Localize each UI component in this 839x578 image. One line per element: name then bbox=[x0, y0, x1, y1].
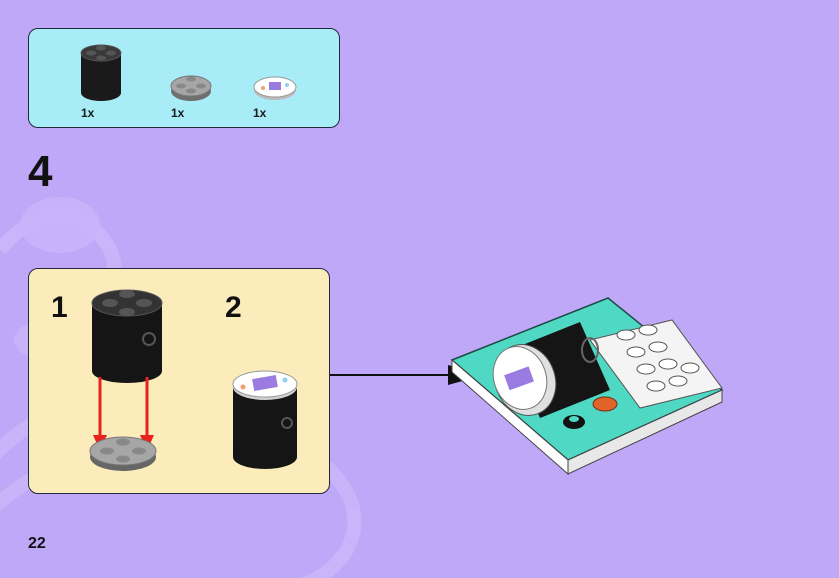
step-number: 4 bbox=[28, 147, 53, 196]
substep-number: 2 bbox=[225, 291, 242, 324]
parts-list-box: 1x 1x 1x bbox=[28, 28, 340, 128]
round-plate-gray-icon bbox=[89, 436, 157, 471]
round-plate-gray-icon bbox=[170, 75, 212, 101]
round-brick-black-icon bbox=[91, 289, 163, 383]
substep-number: 1 bbox=[51, 291, 68, 324]
page-number: 22 bbox=[28, 535, 46, 552]
quantity-label: 1x bbox=[171, 106, 185, 120]
round-brick-with-tile-icon bbox=[232, 370, 298, 469]
quantity-label: 1x bbox=[253, 106, 267, 120]
assembled-model-icon bbox=[450, 297, 724, 476]
quantity-label: 1x bbox=[81, 106, 95, 120]
round-tile-printed-icon bbox=[253, 76, 297, 100]
red-arrows-icon bbox=[93, 377, 154, 451]
substep-box: 1 2 bbox=[28, 268, 330, 494]
round-brick-black-icon bbox=[80, 44, 122, 101]
